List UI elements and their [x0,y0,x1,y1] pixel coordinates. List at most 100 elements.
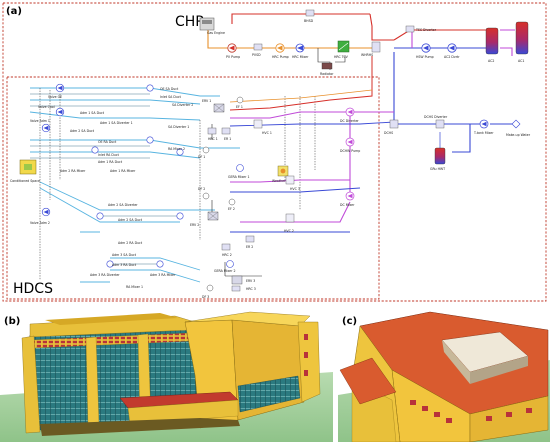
oe-ra-duct-label: OE RA Duct [98,140,117,144]
hrc-pump-icon: HRC Pump [272,43,289,59]
hrc-mixer-label: HRC Mixer [292,55,309,59]
facade-c-side [469,395,549,443]
building-model-b [21,311,321,436]
hrc-3-icon: HRC 3 [231,285,256,292]
radiator-icon: Radiator [320,62,334,76]
tower-window-3 [304,370,308,376]
df-3-icon: DF 3 [202,284,214,299]
valve-oe-icon: Valve OE [48,83,65,99]
roof-top [45,313,178,325]
erv-3-label: ERV 3 [246,279,255,283]
er-1-icon: ER 1 [221,127,231,141]
df-1-icon: DF 1 [198,146,210,159]
hsw-pump-label: HSW Pump [416,55,434,59]
dchw-pump-label: DCHW Pump [340,149,360,153]
dc-diverter-label: DC Diverter [340,119,359,123]
hdcs-hw-orange [229,89,373,103]
gru-hwt-tank: GRu HWT [430,147,446,171]
ef-2-icon: EF 2 [228,198,236,211]
fan-icon [176,212,184,220]
valve-cool-label: Valve Cool [38,105,55,109]
hdcs-components-right: ERV 1 EF 1 HRC 1 ER 1 HVC 1 DF 1 [190,96,531,299]
adm2-sa-duct-label: Adm 2 SA Duct [70,129,95,133]
sa-diverter-1-label: SA Diverter 1 [168,125,189,129]
hdcs-piping [29,56,395,283]
hdcs-region-frame [6,76,380,300]
pvsd-label: PVSD [252,53,261,57]
conditioned-space-label: Conditioned Space [10,179,40,183]
tank-mixer-label: T-tank Mixer [473,131,494,135]
ac2-dvrtr-label: AC2 Dvrtr [444,55,460,59]
hdcs-components-left: Valve OE Valve Cool Valve Adm 1 Valve Ad… [10,83,193,289]
panel-a: (a) CHP HDCS Gas Engine PV Pump [2,2,547,302]
adm3-ra-diverter-label: Adm 3 RA Diverter [90,273,120,277]
ra-mixer-1-label: RA Mixer 1 [126,285,143,289]
adm2-ra-mixer-label: Adm 2 RA Mixer [60,169,86,173]
hrc-1-label: HRC 1 [208,137,218,141]
adm1-ra-mixer-label: Adm 1 RA Mixer [110,169,136,173]
tower-window-2 [304,352,308,358]
df-2-label: DF 2 [198,187,205,191]
conditioned-space-icon: Conditioned Space [10,159,40,183]
window-c-2 [422,406,428,411]
adm2-ra-duct-label: Adm 2 RA Duct [118,241,143,245]
weather-data-label: Weather Data [272,179,294,183]
valve-adm1-label: Valve Adm 1 [30,119,50,123]
fan-icon [96,212,104,220]
adm1-ra-duct-label: Adm 1 RA Duct [98,160,123,164]
bhsd-icon: BHSD [304,9,315,23]
tes-diverter-label: TES Diverter [415,28,437,32]
erv-2-icon: ERV 2 [190,211,219,227]
adm2-sa-diverter-label: Adm 2 SA Diverter [108,203,138,207]
window-c-7 [526,408,532,413]
building-base [40,418,240,436]
hdcs-duct-grey [30,93,180,265]
panel-a-label: (a) [6,6,22,17]
whrhs-label: WHRHS [361,53,373,57]
hdcs-dc-purple [230,111,394,223]
gru-hwt-label: GRu HWT [430,167,445,171]
hrc-1-icon: HRC 1 [207,127,218,141]
right-glass-lower [237,375,301,413]
fan-icon [146,84,154,92]
hvc-1-icon: HVC 1 [253,119,272,135]
left-tower [21,335,41,434]
wing-c-roof [339,357,397,405]
weather-data-icon: Weather Data [272,165,294,183]
pv-pump-icon: PV Pump [226,43,240,59]
valve-adm2-icon: Valve Adm 2 [30,207,51,225]
hvc-2-label: HVC 2 [284,229,294,233]
ra-mixer-2-label: RA Mixer 2 [168,147,185,151]
gera-mixer-2-label: GERA Mixer 2 [214,269,236,273]
ac1-label: AC1 [518,59,524,63]
ac1-tank: AC1 [515,21,529,63]
valve-adm2-label: Valve Adm 2 [30,221,50,225]
tes-diverter-icon: TES Diverter [405,25,437,33]
fan-icon [176,148,184,156]
chp-ac-loop [411,29,515,56]
inlet-sa-duct-label: Inlet SA Duct [160,95,182,99]
bhsd-label: BHSD [304,19,314,23]
hrc-tcv-label: HRC TCV [334,55,349,59]
erv-2-label: ERV 2 [190,223,199,227]
pvsd-icon: PVSD [252,43,263,57]
gera-mixer-2-icon: GERA Mixer 2 [214,260,236,273]
ef-1-icon: EF 1 [236,96,244,109]
panel-b: (b) [0,308,333,442]
radiator-label: Radiator [320,72,334,76]
pv-pump-label: PV Pump [226,55,240,59]
ef-1-label: EF 1 [236,105,243,109]
hvc-1-label: HVC 1 [262,131,272,135]
fan-icon [91,146,99,154]
window-c-5 [486,416,492,421]
window-c-6 [506,412,512,417]
window-c-4 [446,418,452,423]
chp-hot-loop [231,13,394,41]
ac2-tank: AC2 [485,27,499,63]
building-model-c [339,311,549,443]
hrc-mixer-icon: HRC Mixer [292,43,309,59]
right-tower [297,321,321,403]
adm3-ra-duct-label: Adm 3 RA Duct [112,263,137,267]
